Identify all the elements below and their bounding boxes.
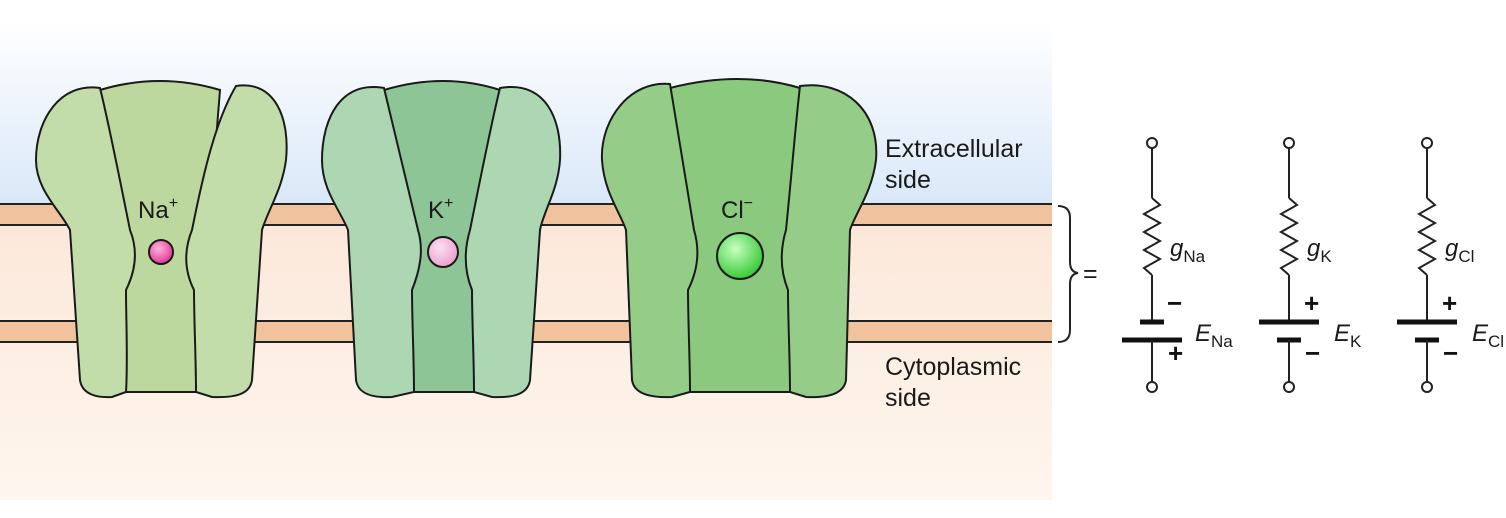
cl-ion xyxy=(716,232,764,280)
circuit-k-top-terminal xyxy=(1283,137,1295,149)
battery-na-top-sign: − xyxy=(1167,288,1182,318)
battery-cl-top-sign: + xyxy=(1442,288,1457,318)
channel-cl-ion-label: Cl− xyxy=(721,195,753,224)
channel-na: Na+ xyxy=(34,80,288,399)
circuit-cl-bottom-terminal xyxy=(1421,381,1433,393)
emf-k-label: EK xyxy=(1334,320,1362,351)
conductance-cl-resistor xyxy=(1416,197,1438,276)
battery-k-top-sign: + xyxy=(1304,288,1319,318)
circuit-na-top-terminal xyxy=(1146,137,1158,149)
extracellular-label-side: side xyxy=(885,166,931,194)
circuit-k-bottom-terminal xyxy=(1283,381,1295,393)
membrane-brace xyxy=(1057,205,1079,343)
circuit-na-bottom-terminal xyxy=(1146,381,1158,393)
conductance-k-label: gK xyxy=(1307,235,1332,266)
channel-k-left-subunit xyxy=(320,85,422,399)
cytoplasmic-label: Cytoplasmic xyxy=(885,353,1021,381)
battery-cl-bottom-sign: − xyxy=(1443,338,1458,368)
conductance-k-resistor xyxy=(1278,197,1300,276)
channel-k-right-subunit xyxy=(464,85,562,399)
channel-k-ion-label: K+ xyxy=(428,195,453,224)
circuit-k: gK + − EK xyxy=(1259,137,1362,393)
channel-na-ion-label: Na+ xyxy=(138,195,178,224)
equals-sign: = xyxy=(1083,260,1098,288)
na-ion xyxy=(148,239,174,265)
circuit-cl: gCl + − ECl xyxy=(1397,137,1504,393)
circuit-cl-top-terminal xyxy=(1421,137,1433,149)
emf-cl-label: ECl xyxy=(1472,320,1504,351)
channel-na-left-subunit xyxy=(34,86,136,399)
circuit-na: gNa − + ENa xyxy=(1122,137,1233,393)
channel-cl: Cl− xyxy=(600,78,878,399)
conductance-cl-label: gCl xyxy=(1445,235,1474,266)
channel-cl-right-subunit xyxy=(780,84,878,399)
emf-na-label: ENa xyxy=(1195,320,1233,351)
conductance-na-resistor xyxy=(1141,197,1163,276)
channel-na-right-subunit xyxy=(185,84,288,399)
channel-cl-left-subunit xyxy=(600,82,699,399)
conductance-na-label: gNa xyxy=(1170,235,1206,266)
extracellular-label: Extracellular xyxy=(885,135,1023,163)
k-ion xyxy=(427,236,459,268)
battery-k-bottom-sign: − xyxy=(1305,338,1320,368)
battery-na-bottom-sign: + xyxy=(1168,338,1183,368)
channel-k: K+ xyxy=(320,80,562,399)
cytoplasmic-label-side: side xyxy=(885,384,931,412)
